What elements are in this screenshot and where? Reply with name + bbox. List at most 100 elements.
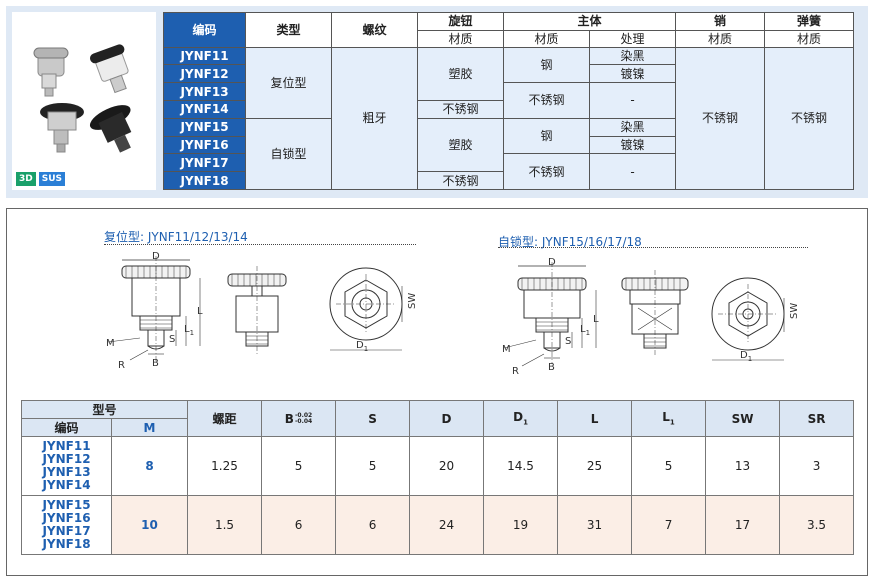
cell-sr: 3 <box>779 436 855 496</box>
cell-d1: 14.5 <box>483 436 559 496</box>
subheader-knob-material: 材质 <box>417 29 504 48</box>
cell-l: 31 <box>557 495 633 555</box>
label-b: B <box>548 362 555 373</box>
label-r: R <box>512 366 519 377</box>
divider <box>498 247 808 248</box>
label-s: S <box>169 334 175 345</box>
label-d1: D1 <box>356 340 368 353</box>
label-d1: D1 <box>740 350 752 363</box>
header-code: 编码 <box>163 12 246 48</box>
product-image <box>33 44 132 153</box>
treat-black-1: 染黑 <box>588 46 677 66</box>
header-b: B-0.02-0.04 <box>261 400 337 437</box>
cell-sw: 13 <box>705 436 781 496</box>
type-lock: 自锁型 <box>245 117 332 191</box>
spring-cell: 不锈钢 <box>764 46 855 191</box>
header-thread: 螺纹 <box>331 12 418 48</box>
header-sr: SR <box>779 400 855 437</box>
code-cell: JYNF13 <box>163 82 246 101</box>
knob-plastic-1: 塑胶 <box>417 46 504 101</box>
cell-l: 25 <box>557 436 633 496</box>
pin-cell: 不锈钢 <box>675 46 766 191</box>
label-s: S <box>565 336 571 347</box>
label-r: R <box>118 360 125 371</box>
label-l: L <box>593 314 599 325</box>
type-reset: 复位型 <box>245 46 332 119</box>
label-l1: L1 <box>580 324 590 337</box>
header-model: 型号 <box>20 400 189 419</box>
thread-cell: 粗牙 <box>331 46 418 191</box>
cell-d: 20 <box>409 436 485 496</box>
cell-b: 5 <box>261 436 337 496</box>
header-type: 类型 <box>245 12 332 48</box>
subheader-spring-material: 材质 <box>764 29 855 48</box>
body-ss-1: 不锈钢 <box>503 82 590 119</box>
code-cell: JYNF14 <box>163 99 246 119</box>
label-sw: SW <box>789 303 800 319</box>
label-b: B <box>152 358 159 369</box>
body-steel-2: 钢 <box>503 117 590 155</box>
body-ss-2: 不锈钢 <box>503 153 590 190</box>
header-body: 主体 <box>502 12 677 31</box>
cell-m: 10 <box>110 495 189 555</box>
cell-pitch: 1.25 <box>187 436 263 496</box>
code-cell: JYNF11 <box>163 46 246 66</box>
cell-s: 6 <box>335 495 411 555</box>
subheader-body-material: 材质 <box>503 29 590 48</box>
subheader-body-treatment: 处理 <box>588 29 677 48</box>
code-cell: JYNF18 <box>163 171 246 190</box>
cell-l1: 5 <box>631 436 707 496</box>
treat-black-2: 染黑 <box>588 117 677 137</box>
treat-dash-2: - <box>588 153 677 190</box>
header-knob: 旋钮 <box>417 12 504 31</box>
label-sw: SW <box>407 293 418 309</box>
body-steel-1: 钢 <box>503 46 590 84</box>
header-code: 编码 <box>21 418 112 437</box>
cell-d1: 19 <box>483 495 559 555</box>
subheader-pin-material: 材质 <box>675 29 766 48</box>
sus-badge: SUS <box>38 172 66 186</box>
lock-type-drawing: D M R B S L1 L SW D1 <box>502 257 800 377</box>
header-m: M <box>110 418 189 437</box>
dimension-table: 型号 螺距 B-0.02-0.04 S D D1 L L1 SW SR 编码 M… <box>20 400 855 555</box>
drawing-panel <box>6 208 868 576</box>
header-d1: D1 <box>483 400 559 437</box>
cell-sw: 17 <box>705 495 781 555</box>
cell-pitch: 1.5 <box>187 495 263 555</box>
code-cell: JYNF15 <box>163 117 246 137</box>
treat-dash-1: - <box>588 82 677 119</box>
header-sw: SW <box>705 400 781 437</box>
knob-plastic-2: 塑胶 <box>417 117 504 173</box>
code-cell: JYNF16 <box>163 135 246 155</box>
cell-s: 5 <box>335 436 411 496</box>
knob-ss-1: 不锈钢 <box>417 99 504 119</box>
header-l1: L1 <box>631 400 707 437</box>
label-l: L <box>197 306 203 317</box>
code-cell: JYNF12 <box>163 64 246 84</box>
label-l1: L1 <box>184 324 194 337</box>
lock-type-title: 自锁型: JYNF15/16/17/18 <box>498 235 642 249</box>
3d-badge: 3D <box>16 172 36 186</box>
header-s: S <box>335 400 411 437</box>
header-l: L <box>557 400 633 437</box>
label-m: M <box>502 344 511 355</box>
cell-sr: 3.5 <box>779 495 855 555</box>
reset-type-drawing: D M R B S L1 L SW D1 <box>106 251 418 371</box>
product-photo <box>12 12 156 190</box>
knob-ss-2: 不锈钢 <box>417 171 504 190</box>
code-cell: JYNF17 <box>163 153 246 173</box>
divider <box>104 244 416 245</box>
cell-l1: 7 <box>631 495 707 555</box>
reset-type-title: 复位型: JYNF11/12/13/14 <box>104 230 248 244</box>
spec-table: 编码 类型 螺纹 旋钮 主体 销 弹簧 材质 材质 处理 材质 材质 JYNF1… <box>163 12 855 191</box>
cell-d: 24 <box>409 495 485 555</box>
cell-m: 8 <box>110 436 189 496</box>
header-pitch: 螺距 <box>187 400 263 437</box>
treat-nickel-1: 镀镍 <box>588 64 677 84</box>
treat-nickel-2: 镀镍 <box>588 135 677 155</box>
header-pin: 销 <box>675 12 766 31</box>
label-m: M <box>106 338 115 349</box>
header-spring: 弹簧 <box>764 12 855 31</box>
